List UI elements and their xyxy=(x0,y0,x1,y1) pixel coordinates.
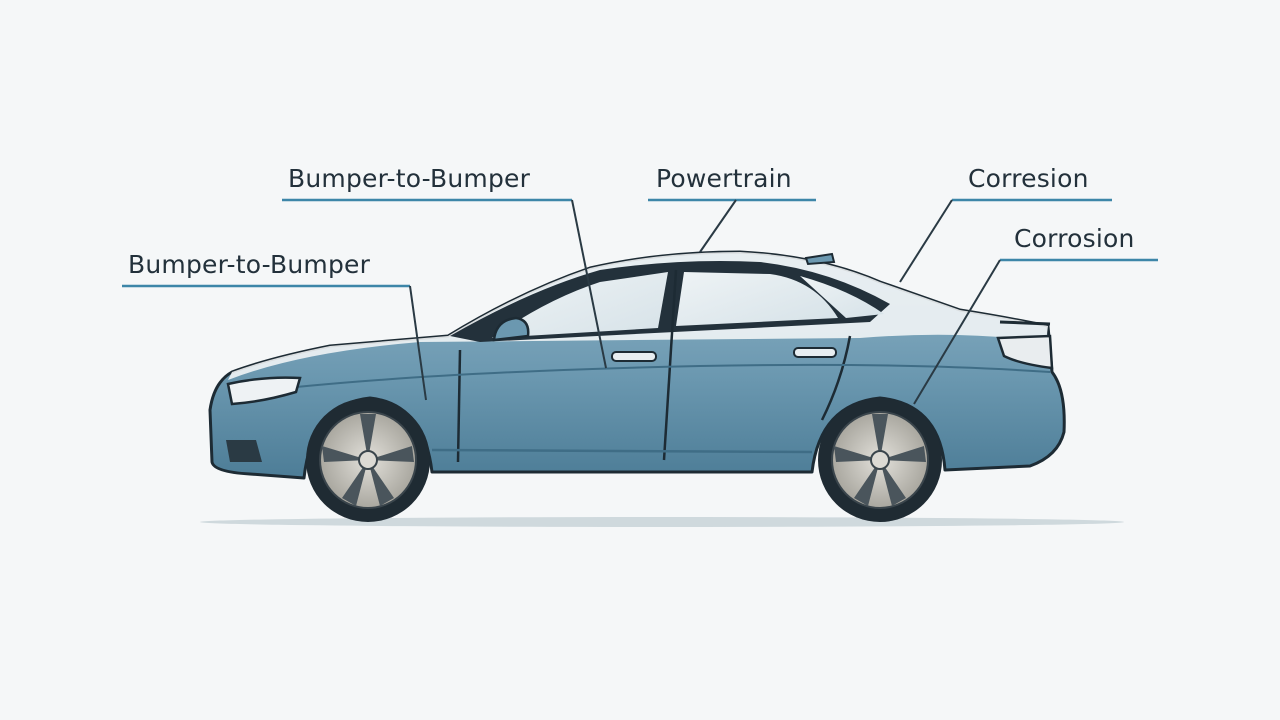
rear-wheel xyxy=(818,398,942,522)
side-mirror xyxy=(492,316,530,342)
rear-door-handle xyxy=(793,347,837,358)
callout-bumper-to-bumper-top: Bumper-to-Bumper xyxy=(288,164,531,193)
quarter-window xyxy=(800,276,884,318)
callout-powertrain: Powertrain xyxy=(656,164,792,193)
rear-door-seam xyxy=(820,335,852,421)
rear-window xyxy=(676,272,838,326)
leader-corrosion xyxy=(913,259,1001,405)
headlight xyxy=(226,376,302,406)
ground-shadow xyxy=(200,517,1124,527)
callout-bumper-to-bumper-left: Bumper-to-Bumper xyxy=(128,250,371,279)
body-character-line xyxy=(249,363,1051,393)
front-door-seam xyxy=(456,349,462,463)
leader-bumper-left xyxy=(409,285,427,401)
leader-bumper-top xyxy=(571,199,607,369)
leader-powertrain xyxy=(699,199,737,253)
taillight xyxy=(996,334,1054,370)
front-door-handle xyxy=(611,351,657,362)
rear-spoiler xyxy=(999,320,1051,326)
front-window xyxy=(492,272,668,338)
front-bumper-vent xyxy=(226,440,262,462)
leader-correion xyxy=(899,199,953,283)
roof-antenna xyxy=(804,252,836,266)
lower-rocker-line xyxy=(431,448,813,454)
front-wheel xyxy=(306,398,430,522)
callout-corrosion: Corrosion xyxy=(1014,224,1135,253)
center-pillar-seam xyxy=(662,269,678,461)
callout-corresion: Corresion xyxy=(968,164,1089,193)
